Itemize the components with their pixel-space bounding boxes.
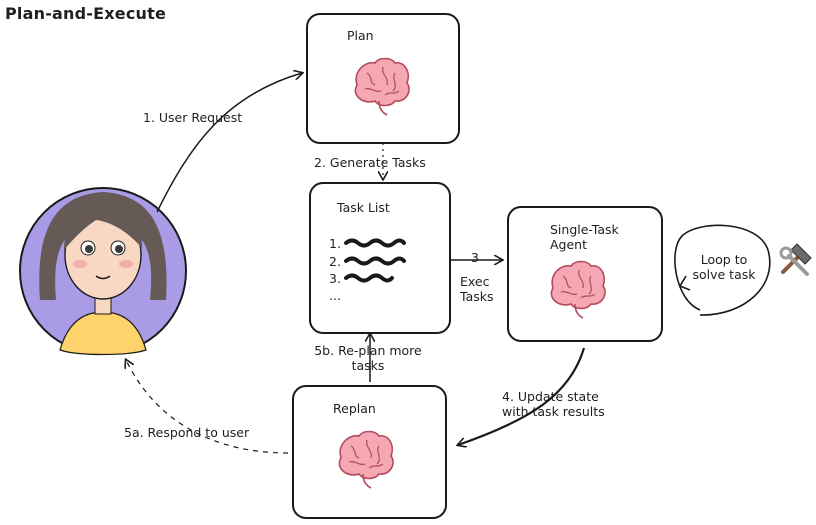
plan-label: Plan	[347, 28, 374, 43]
user-avatar	[19, 187, 187, 356]
task-item-3: 3.	[329, 271, 341, 286]
edge-respond: 5a. Respond to user	[124, 425, 250, 440]
edge-update-state: 4. Update state with task results	[502, 389, 605, 419]
edge-exec-tasks: Exec Tasks	[460, 274, 494, 304]
loop-label: Loop to solve task	[692, 252, 756, 282]
agent-label: Single-Task Agent	[550, 222, 619, 252]
arrow-user-request	[156, 73, 302, 213]
task-item-1: 1.	[329, 236, 341, 251]
hammer-wrench-icon	[779, 243, 812, 276]
arrow-respond	[126, 360, 289, 454]
arrow-update-state	[458, 347, 586, 445]
plan-brain-icon	[354, 57, 410, 116]
edge-exec-num: 3	[471, 250, 479, 265]
task-list-title: Task List	[337, 200, 390, 215]
task-squiggles	[344, 238, 406, 283]
edge-user-request: 1. User Request	[143, 110, 243, 125]
task-list-box	[309, 182, 451, 334]
task-item-2: 2.	[329, 254, 341, 269]
edge-replan-more: 5b. Re-plan more tasks	[314, 343, 422, 373]
edge-generate-tasks: 2. Generate Tasks	[314, 155, 426, 170]
task-item-more: ...	[329, 288, 341, 303]
replan-label: Replan	[333, 401, 376, 416]
replan-brain-icon	[338, 430, 394, 489]
agent-brain-icon	[550, 260, 606, 319]
loop-arrow	[674, 224, 771, 316]
diagram-title: Plan-and-Execute	[5, 4, 166, 23]
